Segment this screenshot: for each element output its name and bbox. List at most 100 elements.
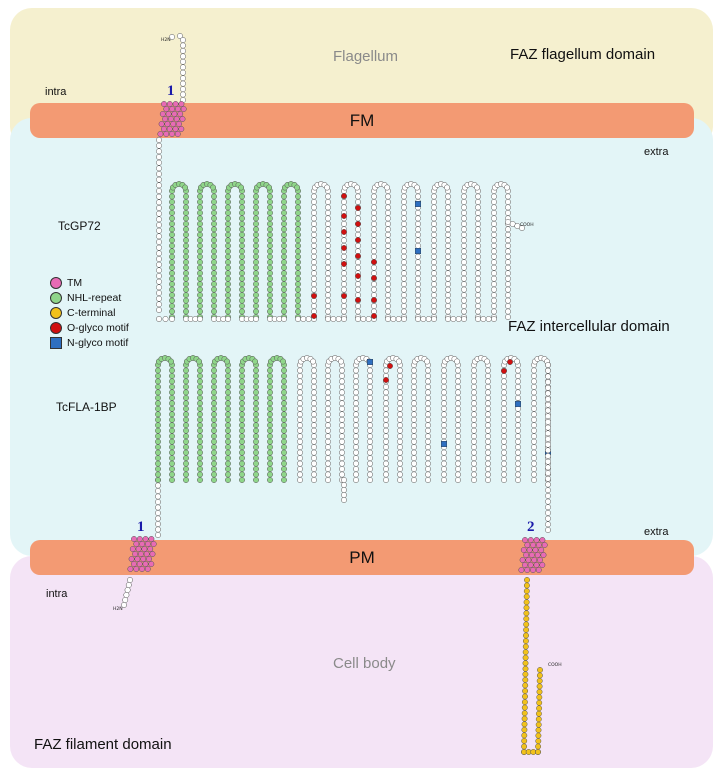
- residue: [169, 460, 175, 467]
- residue: [515, 460, 521, 467]
- residue: [411, 394, 417, 401]
- tm-residue: [174, 131, 181, 137]
- residue: [295, 303, 301, 309]
- residue: [155, 422, 161, 429]
- residue: [441, 411, 447, 418]
- residue: [355, 199, 361, 205]
- n-glyco-site: [515, 401, 522, 408]
- residue: [339, 455, 345, 462]
- residue: [297, 477, 303, 483]
- residue: [371, 292, 377, 299]
- residue: [182, 184, 189, 191]
- residue: [267, 471, 273, 478]
- residue: [297, 405, 303, 412]
- residue: [253, 389, 259, 396]
- residue: [156, 199, 162, 206]
- residue: [411, 455, 417, 462]
- tm-residue: [170, 121, 177, 127]
- residue: [169, 199, 175, 205]
- residue: [441, 367, 447, 374]
- residue: [267, 292, 273, 299]
- residue: [531, 389, 537, 396]
- residue: [183, 422, 189, 429]
- residue: [461, 237, 467, 244]
- residue: [521, 704, 528, 711]
- residue: [239, 422, 245, 429]
- residue: [501, 460, 507, 467]
- residue: [211, 400, 217, 407]
- residue: [545, 401, 551, 408]
- residue: [197, 270, 203, 277]
- residue: [210, 184, 217, 191]
- residue: [155, 482, 161, 489]
- residue: [311, 248, 317, 255]
- residue: [461, 259, 467, 266]
- residue: [183, 292, 189, 299]
- residue: [239, 303, 245, 309]
- residue: [253, 422, 259, 429]
- residue: [461, 242, 467, 249]
- residue: [169, 427, 175, 434]
- residue: [491, 242, 497, 249]
- residue: [536, 677, 543, 684]
- residue: [491, 199, 497, 205]
- residue: [545, 418, 551, 425]
- residue: [385, 209, 391, 216]
- residue: [491, 303, 497, 309]
- residue: [515, 455, 521, 462]
- residue: [211, 455, 217, 462]
- tm-residue: [133, 541, 140, 547]
- residue: [183, 378, 189, 385]
- residue: [545, 384, 551, 391]
- residue: [183, 286, 189, 293]
- residue: [385, 259, 391, 266]
- residue: [485, 438, 491, 445]
- residue: [401, 248, 407, 255]
- residue: [531, 449, 537, 456]
- residue: [169, 253, 175, 260]
- residue: [267, 400, 273, 407]
- residue: [253, 438, 259, 445]
- residue: [441, 394, 447, 401]
- residue: [239, 220, 245, 227]
- residue: [325, 286, 331, 293]
- residue: [425, 438, 431, 445]
- residue: [339, 400, 345, 407]
- residue: [341, 199, 347, 205]
- residue: [545, 436, 551, 442]
- residue: [180, 64, 186, 71]
- residue: [239, 471, 245, 478]
- residue: [267, 308, 273, 315]
- residue: [505, 193, 511, 200]
- o-glyco-site: [507, 359, 513, 365]
- residue: [445, 253, 451, 260]
- residue: [341, 497, 347, 503]
- tm-residue: [539, 537, 546, 543]
- residue: [461, 204, 467, 211]
- residue: [505, 314, 511, 320]
- residue: [239, 259, 245, 266]
- residue: [197, 193, 203, 200]
- residue: [397, 466, 403, 472]
- residue: [297, 427, 303, 434]
- residue: [169, 34, 175, 40]
- residue: [545, 453, 551, 459]
- residue: [515, 466, 521, 472]
- residue: [325, 438, 331, 445]
- tm-swatch: [50, 277, 62, 289]
- residue: [211, 449, 217, 456]
- residue: [311, 477, 317, 483]
- residue: [501, 389, 507, 396]
- residue: [411, 466, 417, 472]
- residue: [180, 42, 186, 49]
- residue: [505, 237, 511, 244]
- residue: [385, 270, 391, 277]
- residue: [445, 193, 451, 200]
- residue: [367, 394, 373, 401]
- residue: [545, 509, 551, 516]
- residue: [267, 215, 273, 222]
- residue: [267, 231, 273, 238]
- residue: [183, 193, 189, 200]
- residue: [239, 427, 245, 434]
- residue: [281, 204, 287, 211]
